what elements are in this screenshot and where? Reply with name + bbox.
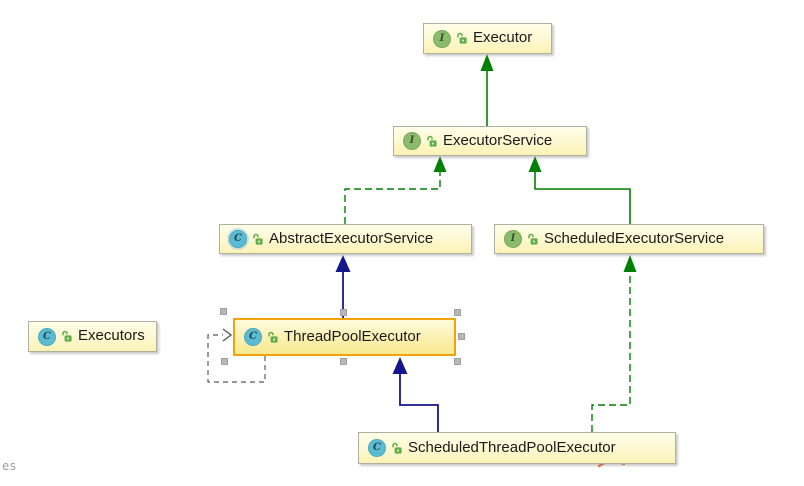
selection-handle[interactable] — [220, 308, 227, 315]
selection-handle[interactable] — [340, 358, 347, 365]
node-label: Executor — [473, 29, 533, 46]
lock-open-icon — [267, 331, 279, 344]
node-label: ScheduledExecutorService — [544, 229, 725, 247]
edge-scheduledthreadpoolexecutor-extends-threadpoolexecutor[interactable] — [392, 357, 439, 432]
node-scheduled-executor-service[interactable]: I ScheduledExecutorService — [494, 224, 764, 254]
node-label: ExecutorService — [443, 131, 553, 149]
selection-handle[interactable] — [458, 333, 465, 340]
lock-open-icon — [391, 442, 403, 455]
edge-abstractexecutorservice-implements-executorservice[interactable] — [344, 156, 447, 224]
lock-open-icon — [426, 135, 438, 148]
abstract-class-icon: C — [229, 230, 247, 248]
node-label: ThreadPoolExecutor — [284, 327, 421, 345]
node-label: AbstractExecutorService — [269, 229, 434, 247]
node-label: ScheduledThreadPoolExecutor — [408, 438, 616, 456]
lock-open-icon — [252, 233, 264, 246]
selection-handle[interactable] — [221, 358, 228, 365]
interface-icon: I — [403, 132, 421, 150]
interface-icon: I — [433, 29, 451, 48]
interface-icon: I — [504, 230, 522, 248]
node-executor[interactable]: I Executor — [423, 23, 552, 54]
node-abstract-executor-service[interactable]: C AbstractExecutorService — [219, 224, 472, 254]
clipped-corner-text: es — [2, 459, 17, 473]
edge-scheduledexecutorservice-extends-executorservice[interactable] — [528, 156, 631, 224]
lock-open-icon — [61, 330, 73, 343]
lock-open-icon — [456, 32, 468, 45]
selection-handle[interactable] — [454, 309, 461, 316]
node-label: Executors — [78, 327, 145, 344]
selection-handle[interactable] — [340, 309, 347, 316]
node-executor-service[interactable]: I ExecutorService — [393, 126, 587, 156]
class-icon: C — [368, 439, 386, 457]
edge-threadpoolexecutor-self-dependency[interactable] — [207, 328, 266, 383]
node-executors[interactable]: C Executors — [28, 321, 157, 352]
class-icon: C — [244, 328, 262, 346]
node-scheduled-thread-pool-executor[interactable]: C ScheduledThreadPoolExecutor — [358, 432, 676, 464]
node-thread-pool-executor[interactable]: C ThreadPoolExecutor — [233, 318, 456, 356]
selection-handle[interactable] — [454, 358, 461, 365]
edge-executorservice-extends-executor[interactable] — [480, 54, 494, 126]
class-icon: C — [38, 327, 56, 346]
lock-open-icon — [527, 233, 539, 246]
edge-scheduledthreadpoolexecutor-implements-scheduledexecutorservice[interactable] — [591, 255, 637, 432]
